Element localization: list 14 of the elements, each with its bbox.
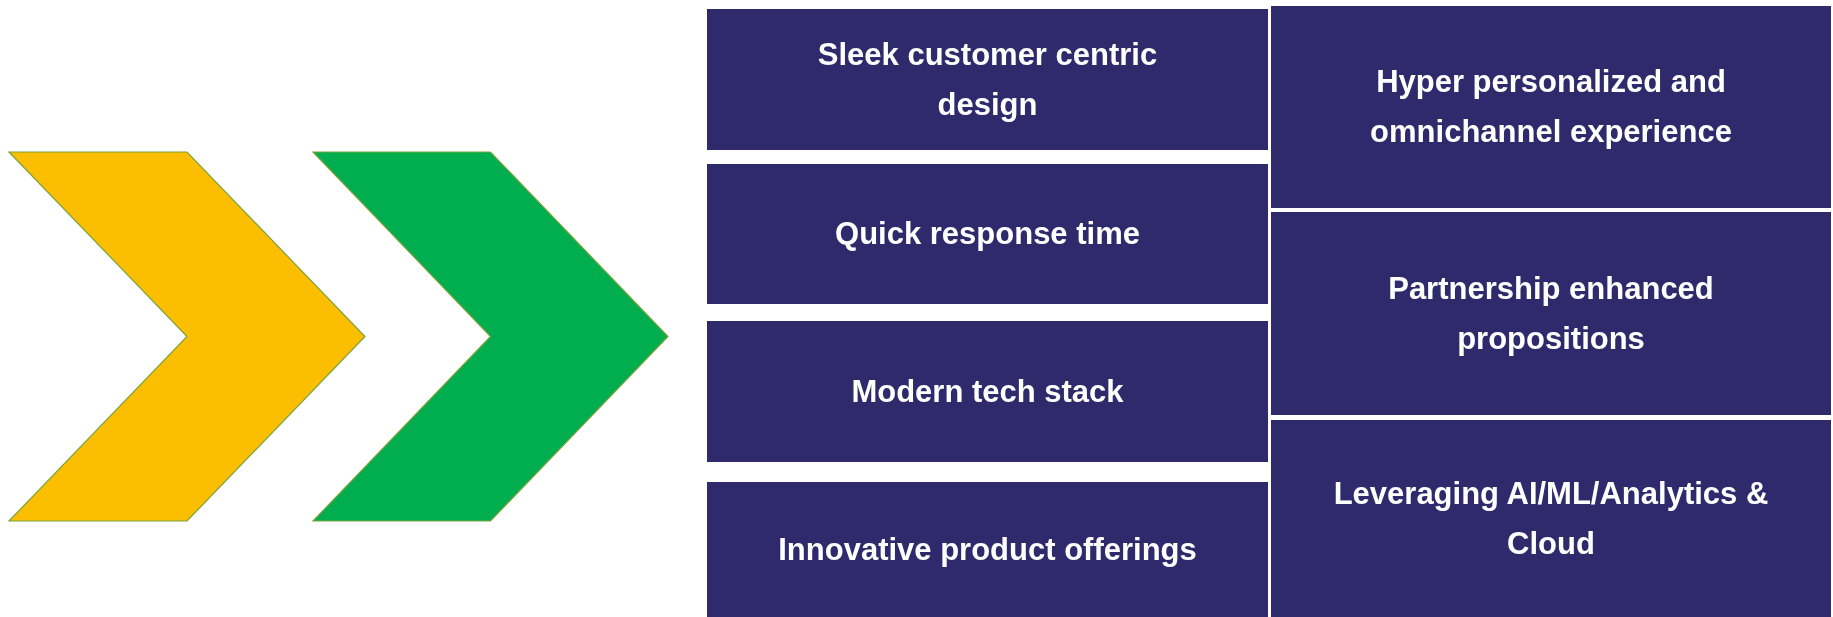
box-label: Hyper personalized and omnichannel experience — [1369, 63, 1733, 151]
box-label: Partnership enhanced propositions — [1387, 269, 1715, 358]
box-label: Sleek customer centric design — [816, 35, 1159, 124]
box-label: Quick response time — [834, 215, 1141, 254]
text-box — [1271, 212, 1831, 415]
text-box — [707, 482, 1268, 617]
text-box — [707, 9, 1268, 150]
box-label: Innovative product offerings — [777, 530, 1198, 569]
box-label: Leveraging AI/ML/Analytics & Cloud — [1332, 474, 1770, 563]
text-box — [707, 321, 1268, 462]
text-box — [707, 164, 1268, 304]
text-box — [1271, 420, 1831, 617]
box-label: Modern tech stack — [850, 372, 1125, 411]
text-box — [1271, 6, 1831, 208]
